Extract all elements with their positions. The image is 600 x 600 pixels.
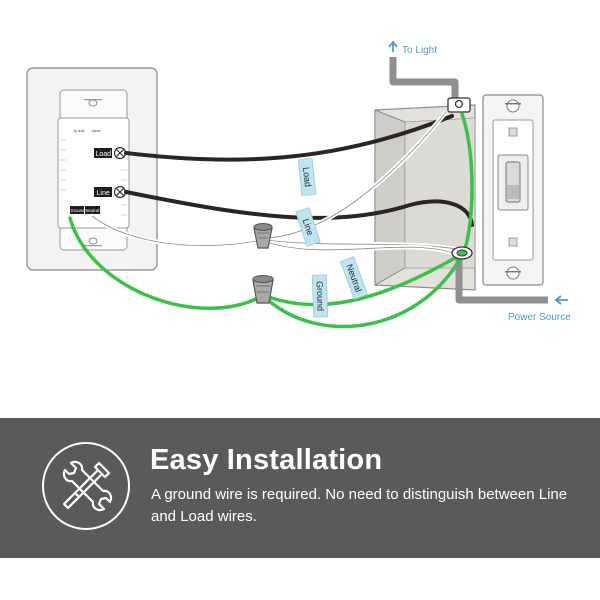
ground-wire-to-switch bbox=[266, 112, 474, 329]
banner-title: Easy Installation bbox=[150, 444, 383, 476]
banner-description: A ground wire is required. No need to di… bbox=[151, 486, 568, 525]
to-light-label: To Light bbox=[402, 45, 437, 56]
terminal-line-text: Line bbox=[97, 190, 110, 197]
wire-tag-ground: Ground bbox=[311, 274, 329, 318]
terminal-ground-text: Ground bbox=[71, 208, 86, 213]
wire-clamp bbox=[447, 97, 471, 113]
terminal-label-load bbox=[94, 148, 112, 158]
to-light-annotation: To Light bbox=[388, 40, 437, 56]
wire-tag-neutral: Neutral bbox=[340, 256, 368, 300]
wire-tag-load: Load bbox=[297, 157, 317, 197]
wiring-diagram: tp-link kasa Load Line Ground Neutral bbox=[26, 40, 571, 329]
svg-text:kasa: kasa bbox=[92, 128, 101, 133]
wire-nut-neutral bbox=[253, 223, 273, 249]
ground-wire-switch bbox=[68, 216, 264, 311]
terminal-neutral-text: Neutral bbox=[86, 208, 100, 213]
wire-tag-load-text: Load bbox=[301, 167, 313, 188]
tools-icon bbox=[42, 442, 130, 530]
power-source-label: Power Source bbox=[508, 312, 571, 323]
terminal-label-ground bbox=[70, 206, 84, 214]
wire-tag-line: Line bbox=[295, 207, 321, 247]
wire-tag-ground-text: Ground bbox=[314, 281, 325, 311]
existing-toggle-switch bbox=[482, 94, 544, 286]
ground-screw bbox=[451, 246, 473, 260]
svg-text:tp-link: tp-link bbox=[74, 128, 85, 133]
load-terminal-screw bbox=[113, 146, 127, 160]
ground-wire-to-box bbox=[264, 252, 464, 307]
terminal-load-text: Load bbox=[96, 151, 112, 158]
load-wire bbox=[124, 114, 454, 162]
smart-switch: tp-link kasa Load Line Ground Neutral bbox=[26, 67, 158, 271]
terminal-label-line bbox=[94, 187, 112, 197]
left-arrow-icon bbox=[554, 295, 568, 305]
wire-nut-ground bbox=[252, 275, 274, 304]
power-source-annotation: Power Source bbox=[508, 295, 571, 323]
line-terminal-screw bbox=[113, 185, 127, 199]
terminal-label-neutral bbox=[85, 206, 100, 214]
up-arrow-icon bbox=[388, 40, 398, 52]
conduit-power-source bbox=[455, 255, 548, 304]
line-wire bbox=[124, 190, 474, 227]
conduit-to-light bbox=[389, 57, 459, 105]
neutral-wire-switch-outline bbox=[91, 215, 263, 246]
